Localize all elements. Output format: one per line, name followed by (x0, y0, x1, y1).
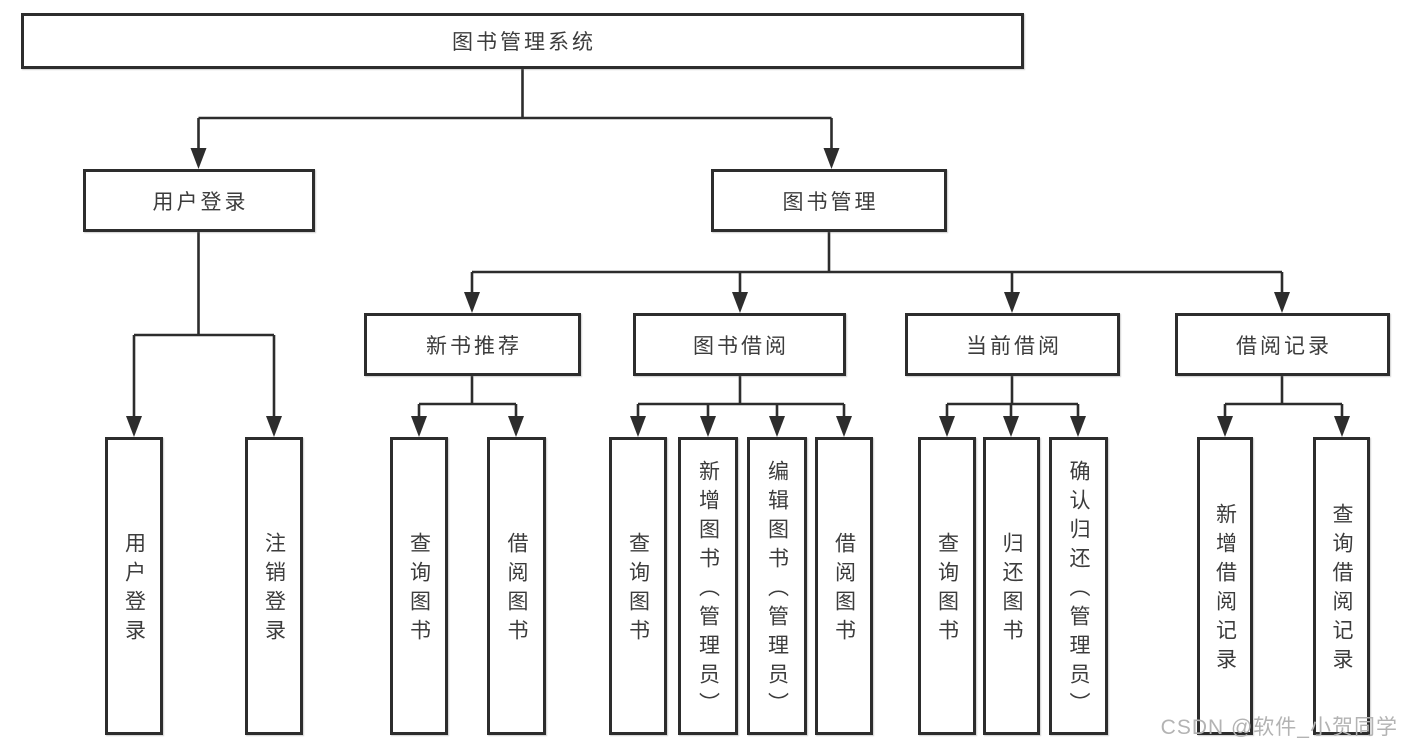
leaf-label: 新增图书（管理员） (696, 459, 720, 721)
leaf-logout: 注销登录 (245, 437, 303, 735)
leaf-query-books-current: 查询图书 (918, 437, 976, 735)
leaf-label: 用户登录 (122, 532, 146, 648)
node-label: 借阅记录 (1236, 334, 1332, 358)
leaf-query-borrow-record: 查询借阅记录 (1313, 437, 1370, 735)
node-label: 用户登录 (152, 190, 249, 214)
node-label: 当前借阅 (966, 334, 1062, 358)
leaf-label: 查询借阅记录 (1330, 503, 1353, 677)
node-book-borrowing: 图书借阅 (633, 313, 846, 376)
leaf-label: 编辑图书（管理员） (765, 459, 789, 721)
leaf-label: 借阅图书 (832, 532, 856, 648)
node-user-login-module: 用户登录 (83, 169, 315, 232)
leaf-edit-book-admin: 编辑图书（管理员） (747, 437, 807, 735)
arrowheads (126, 148, 1350, 437)
node-label: 图书管理 (782, 190, 879, 214)
leaf-user-login: 用户登录 (105, 437, 163, 735)
node-borrowing-records: 借阅记录 (1175, 313, 1390, 376)
leaf-borrow-books: 借阅图书 (815, 437, 873, 735)
node-label: 新书推荐 (426, 334, 522, 358)
leaf-query-books-recommend: 查询图书 (390, 437, 448, 735)
leaf-label: 注销登录 (262, 532, 286, 648)
leaf-label: 新增借阅记录 (1213, 503, 1237, 677)
leaf-label: 归还图书 (1000, 532, 1023, 648)
leaf-confirm-return-admin: 确认归还（管理员） (1049, 437, 1108, 735)
leaf-label: 查询图书 (407, 532, 431, 648)
leaf-label: 借阅图书 (505, 532, 528, 648)
leaf-borrow-books-recommend: 借阅图书 (487, 437, 546, 735)
leaf-return-books: 归还图书 (983, 437, 1040, 735)
leaf-label: 查询图书 (935, 532, 959, 648)
leaf-add-book-admin: 新增图书（管理员） (678, 437, 738, 735)
leaf-add-borrow-record: 新增借阅记录 (1197, 437, 1253, 735)
node-current-borrowing: 当前借阅 (905, 313, 1120, 376)
node-label: 图书借阅 (693, 334, 789, 358)
node-label: 图书管理系统 (452, 31, 596, 54)
node-new-book-recommendation: 新书推荐 (364, 313, 581, 376)
csdn-watermark: CSDN @软件_小贺同学 (1160, 716, 1398, 739)
leaf-label: 查询图书 (626, 532, 650, 648)
leaf-query-books-borrow: 查询图书 (609, 437, 667, 735)
leaf-label: 确认归还（管理员） (1067, 459, 1090, 721)
node-book-management-module: 图书管理 (711, 169, 947, 232)
node-system-root: 图书管理系统 (21, 13, 1024, 69)
